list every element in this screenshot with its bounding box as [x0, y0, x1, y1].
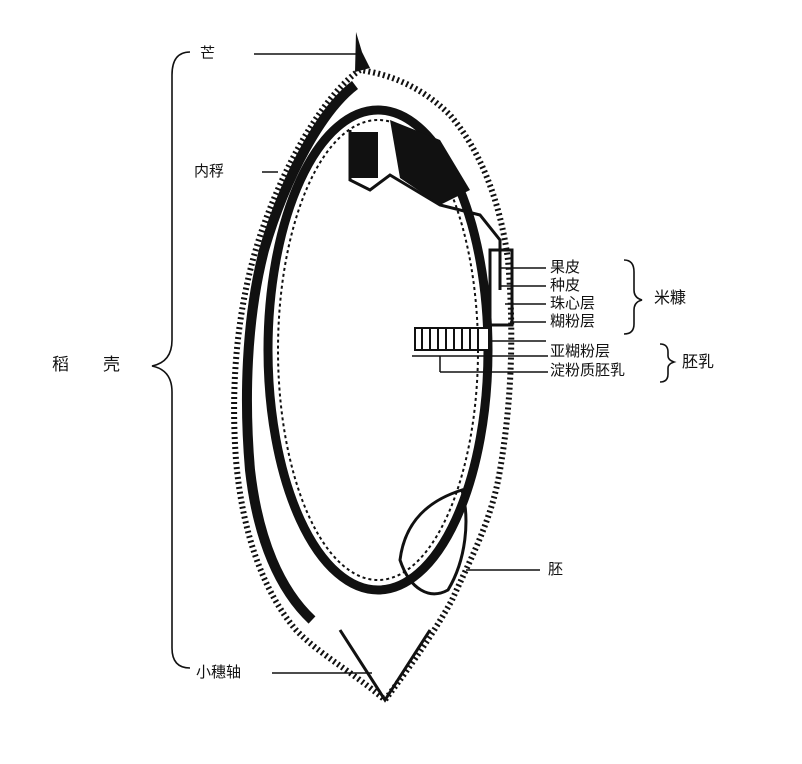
label-bran: 米糠	[654, 288, 687, 307]
label-subaleurone: 亚糊粉层	[550, 342, 611, 360]
leader-lines	[254, 53, 548, 674]
endosperm-area	[284, 128, 472, 576]
top-dark-wedge	[390, 120, 470, 205]
label-nucellus: 珠心层	[550, 294, 596, 312]
aleurone-hatch	[421, 328, 479, 350]
hull-brace	[151, 51, 191, 669]
top-cutaway	[348, 130, 502, 290]
hull-outline	[231, 66, 515, 705]
label-palea: 内稃	[194, 162, 225, 180]
hull-layer	[241, 81, 359, 624]
label-awn: 芒	[200, 44, 216, 62]
label-seed-coat: 种皮	[550, 276, 581, 294]
label-hull: 稻壳	[52, 355, 154, 375]
label-endosperm: 胚乳	[682, 352, 715, 371]
embryo	[398, 488, 468, 596]
top-dark-block	[350, 132, 378, 178]
bran-layers-strip	[488, 248, 514, 327]
endosperm-brace	[659, 343, 677, 383]
label-embryo: 胚	[548, 560, 564, 578]
awn-tip	[355, 32, 370, 72]
label-starchy-endosperm: 淀粉质胚乳	[550, 361, 626, 379]
label-aleurone: 糊粉层	[550, 312, 596, 330]
label-rachilla: 小穗轴	[196, 663, 242, 681]
label-pericarp: 果皮	[550, 258, 581, 276]
bran-brace	[623, 259, 643, 335]
rachilla-base	[338, 629, 432, 703]
